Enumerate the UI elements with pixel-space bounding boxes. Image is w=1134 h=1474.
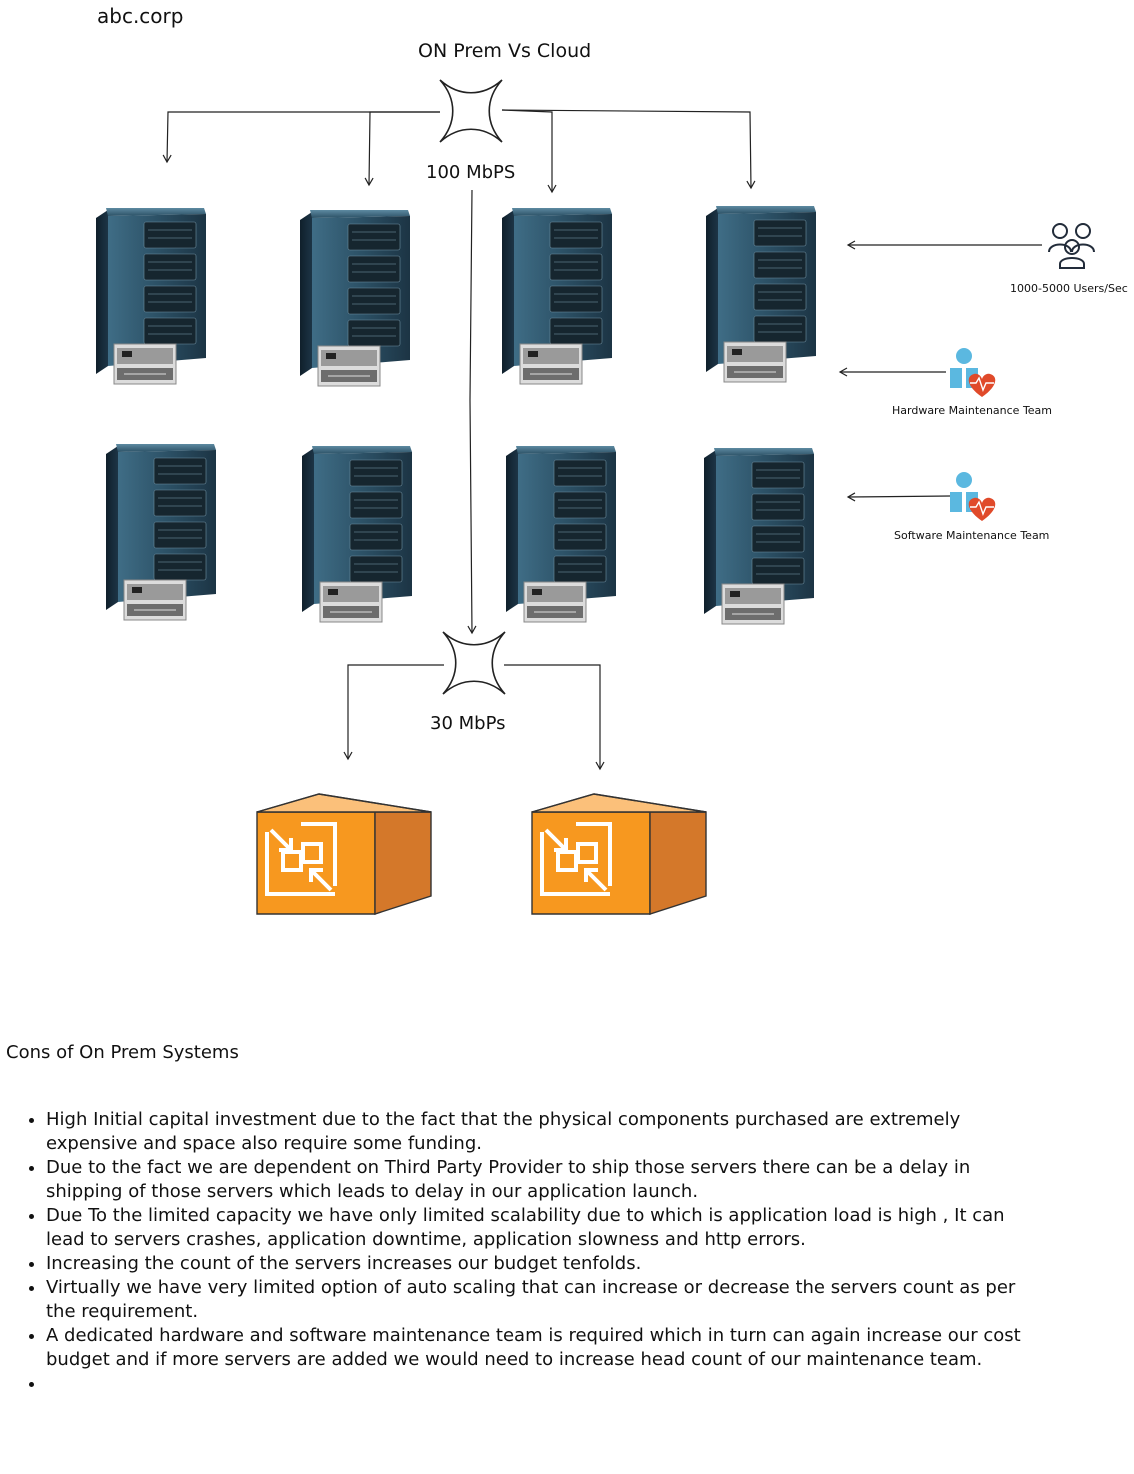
server-rack-icon bbox=[299, 209, 411, 387]
storage-box-icon bbox=[530, 792, 708, 916]
cons-item: Increasing the count of the servers incr… bbox=[46, 1252, 1046, 1276]
hardware-maintenance-person-icon bbox=[950, 348, 996, 397]
cons-item: A dedicated hardware and software mainte… bbox=[46, 1324, 1046, 1372]
server-rack-icon bbox=[301, 445, 413, 623]
actor-connectors bbox=[838, 240, 1042, 502]
cons-list: High Initial capital investment due to t… bbox=[0, 1108, 1046, 1396]
cons-heading: Cons of On Prem Systems bbox=[6, 1042, 239, 1063]
brand-label: abc.corp bbox=[97, 4, 184, 28]
server-rack-icon bbox=[703, 447, 815, 625]
bottom-bandwidth-label: 30 MbPs bbox=[430, 713, 506, 734]
cons-item-empty bbox=[46, 1372, 1046, 1396]
server-rack-icon bbox=[95, 207, 207, 385]
hardware-team-label: Hardware Maintenance Team bbox=[892, 404, 1053, 417]
software-maintenance-person-icon bbox=[950, 472, 996, 521]
cons-item: Due To the limited capacity we have only… bbox=[46, 1204, 1046, 1252]
server-rack-icon bbox=[105, 443, 217, 621]
cons-item: Virtually we have very limited option of… bbox=[46, 1276, 1046, 1324]
server-rack-icon bbox=[505, 445, 617, 623]
storage-box-icon bbox=[255, 792, 433, 916]
server-rack-icon bbox=[501, 207, 613, 385]
top-switch-connectors bbox=[162, 109, 756, 771]
server-racks bbox=[95, 205, 817, 625]
top-network-switch-icon bbox=[439, 79, 503, 143]
cons-item: High Initial capital investment due to t… bbox=[46, 1108, 1046, 1156]
server-rack-icon bbox=[705, 205, 817, 383]
software-team-label: Software Maintenance Team bbox=[894, 529, 1050, 542]
users-group-icon bbox=[1048, 223, 1095, 269]
bottom-network-switch-icon bbox=[442, 631, 506, 695]
users-label: 1000-5000 Users/Sec bbox=[1010, 282, 1128, 295]
cons-item: Due to the fact we are dependent on Thir… bbox=[46, 1156, 1046, 1204]
diagram-title: ON Prem Vs Cloud bbox=[418, 40, 592, 62]
top-bandwidth-label: 100 MbPS bbox=[426, 162, 516, 183]
